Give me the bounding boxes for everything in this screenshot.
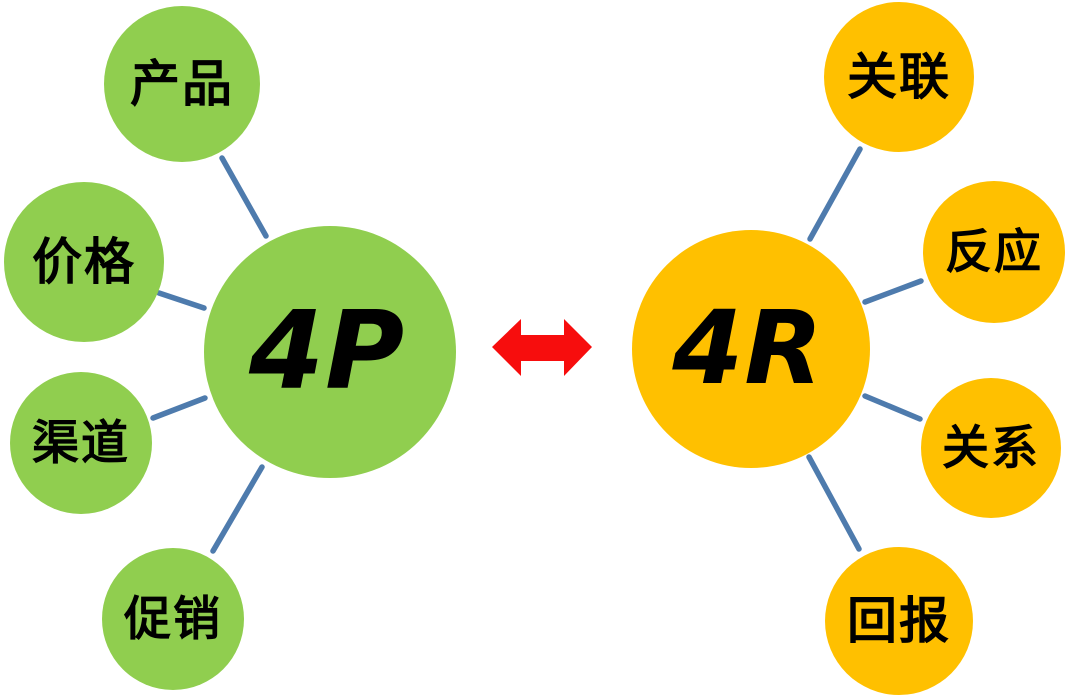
node-label: 反应 (945, 224, 1043, 280)
connector-left-place (150, 395, 208, 421)
left-node-promotion: 促销 (102, 548, 244, 690)
right-node-relevance: 关联 (824, 2, 974, 152)
connector-right-reaction (862, 278, 924, 305)
right-node-reaction: 反应 (923, 181, 1065, 323)
node-label: 价格 (32, 233, 136, 291)
connector-left-price (156, 290, 207, 311)
left-hub-4p: 4P (204, 226, 456, 478)
connector-right-relationship (862, 393, 923, 422)
right-node-return: 回报 (825, 547, 973, 695)
node-label: 关系 (942, 420, 1040, 476)
connector-left-product (219, 155, 269, 239)
hub-label: 4P (248, 289, 406, 414)
double-arrow-icon (492, 319, 592, 376)
connector-right-return (806, 454, 862, 552)
node-label: 促销 (124, 591, 222, 647)
left-node-price: 价格 (4, 182, 164, 342)
hub-label: 4R (672, 289, 824, 408)
node-label: 产品 (130, 55, 234, 113)
node-label: 关联 (847, 48, 951, 106)
right-node-relationship: 关系 (921, 378, 1061, 518)
left-node-product: 产品 (104, 6, 260, 162)
left-node-place: 渠道 (10, 372, 152, 514)
connector-right-relevance (807, 146, 863, 242)
node-label: 回报 (847, 592, 951, 650)
node-label: 渠道 (32, 415, 130, 471)
connector-left-promotion (210, 464, 265, 554)
right-hub-4r: 4R (632, 230, 870, 468)
